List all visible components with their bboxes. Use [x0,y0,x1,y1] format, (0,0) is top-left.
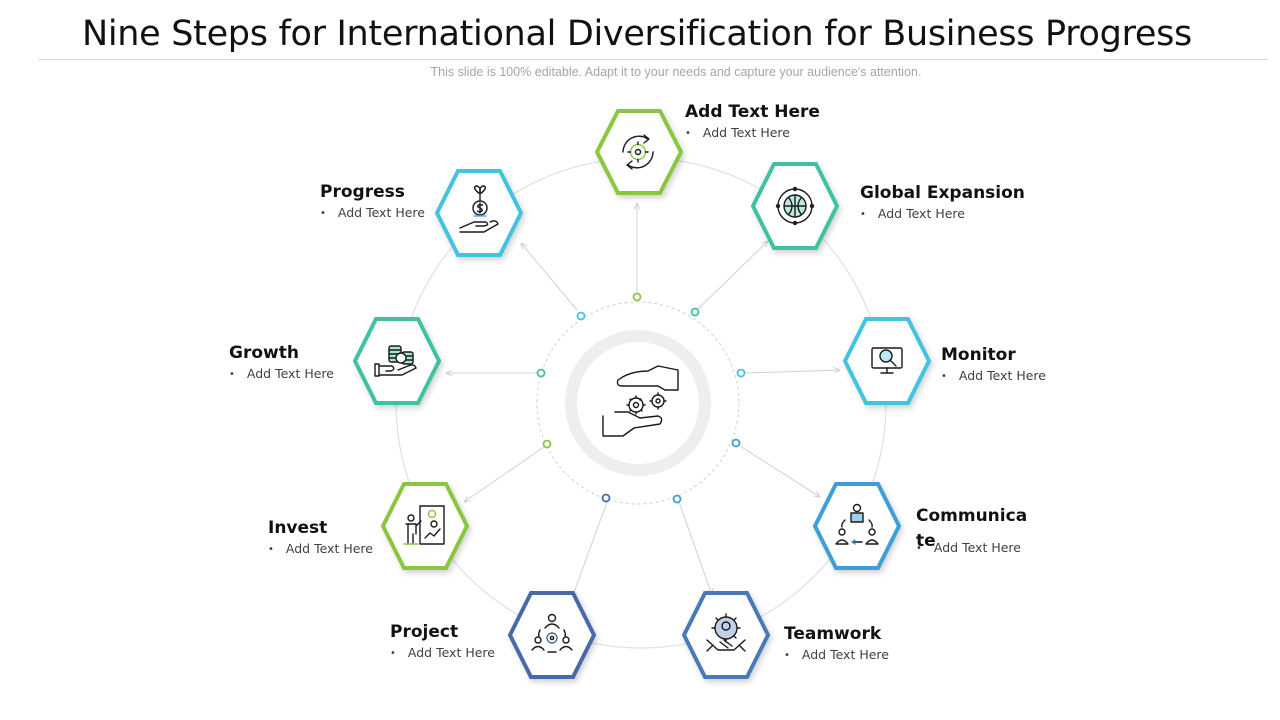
step-1-node [594,109,684,195]
step-5-label: Teamwork Add Text Here [784,621,889,665]
dot-2 [690,307,700,317]
step-5-bullet: Add Text Here [784,647,889,665]
step-1-bullet: Add Text Here [685,125,820,143]
step-3-label: Monitor Add Text Here [941,342,1046,386]
step-1-label: Add Text Here Add Text Here [685,99,820,143]
step-6-node [507,591,597,679]
connector-4 [739,445,820,497]
step-3-title: Monitor [941,345,1016,365]
hands-gears-icon [602,365,679,437]
connector-9 [521,243,578,311]
globe-icon [775,186,815,226]
step-9-label: Progress Add Text Here [320,179,425,223]
step-2-bullet: Add Text Here [860,206,1025,224]
page-title: Nine Steps for International Diversifica… [81,14,1192,54]
dot-3 [736,368,746,378]
step-6-bullet: Add Text Here [390,645,495,663]
title-divider [38,59,1268,60]
center-dashed-ring [536,301,740,505]
step-8-bullet: Add Text Here [229,366,334,384]
step-8-node [352,317,442,405]
team-gear-icon [531,613,573,653]
dot-1 [632,292,642,302]
connector-5 [678,501,712,595]
presentation-icon [403,505,445,545]
handshake-gear-icon [706,613,746,652]
connector-2 [697,241,768,310]
connectors [446,203,840,598]
step-8-title: Growth [229,343,299,363]
people-cycle-icon [835,503,879,545]
connector-dots [536,292,746,504]
step-4-bullet: Add Text Here [916,540,1028,558]
monitor-search-icon [871,347,903,374]
connector-3 [744,370,840,374]
step-9-node [434,169,524,257]
plant-money-hand-icon [459,185,499,233]
step-3-bullet: Add Text Here [941,368,1046,386]
step-2-label: Global Expansion Add Text Here [860,180,1025,224]
connector-6 [572,501,608,598]
step-9-title: Progress [320,182,405,202]
step-6-label: Project Add Text Here [390,619,495,663]
step-3-node [842,317,932,405]
step-7-node [380,482,470,570]
step-7-bullet: Add Text Here [268,541,373,559]
step-4-node [812,482,902,570]
dot-7 [542,439,552,449]
step-8-label: Growth Add Text Here [229,340,334,384]
page-subtitle: This slide is 100% editable. Adapt it to… [430,65,922,79]
step-7-label: Invest Add Text Here [268,515,373,559]
step-5-title: Teamwork [784,624,882,644]
step-5-node [681,591,771,679]
step-2-title: Global Expansion [860,183,1025,203]
step-2-node [750,162,840,250]
step-4-label: Communicate Add Text Here [916,504,1028,558]
dot-8 [536,368,546,378]
step-6-title: Project [390,622,459,642]
step-1-title: Add Text Here [685,102,820,122]
coins-hand-icon [374,345,417,377]
step-7-title: Invest [268,518,328,538]
dot-4 [731,438,741,448]
step-9-bullet: Add Text Here [320,205,425,223]
cycle-gear-icon [622,134,654,170]
connector-7 [464,446,545,502]
dot-9 [576,311,586,321]
dot-6 [601,493,611,503]
dot-5 [672,494,682,504]
